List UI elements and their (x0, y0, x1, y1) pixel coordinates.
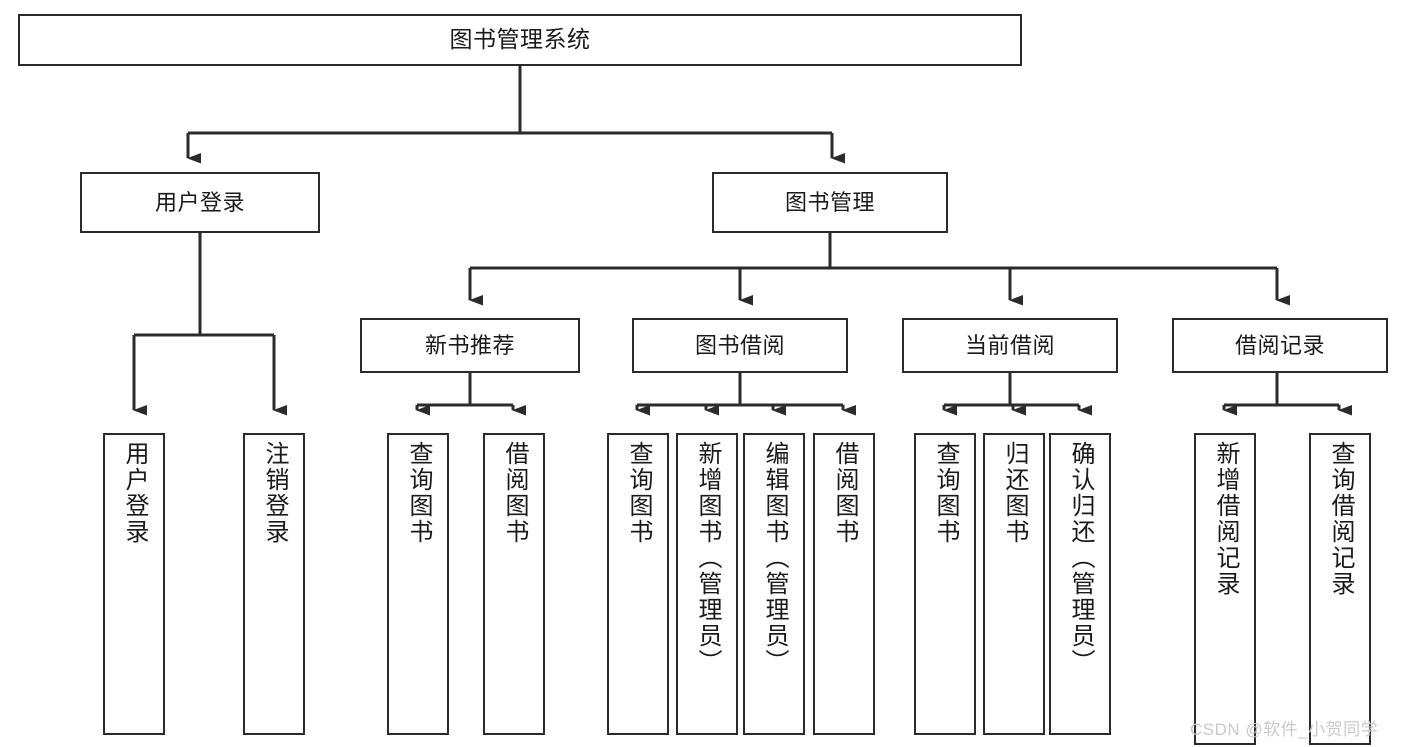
leaf-borrow-edit-book-admin[interactable]: 编辑图书（管理员） (743, 433, 805, 735)
node-user-login[interactable]: 用户登录 (80, 172, 320, 233)
node-label: 确认归还（管理员） (1067, 441, 1094, 675)
node-label: 借阅记录 (1234, 332, 1325, 358)
leaf-current-confirm-return-admin[interactable]: 确认归还（管理员） (1049, 433, 1111, 735)
node-label: 查询图书 (932, 441, 959, 545)
node-label: 新增图书（管理员） (694, 441, 721, 675)
node-root-system[interactable]: 图书管理系统 (18, 14, 1022, 66)
node-label: 当前借阅 (964, 332, 1055, 358)
leaf-user-login-login[interactable]: 用户登录 (103, 433, 165, 735)
node-label: 查询图书 (625, 441, 652, 545)
node-label: 借阅图书 (831, 441, 858, 545)
leaf-user-login-logout[interactable]: 注销登录 (243, 433, 305, 735)
node-label: 图书借阅 (694, 332, 785, 358)
leaf-recommend-borrow-book[interactable]: 借阅图书 (483, 433, 545, 735)
leaf-record-add-record[interactable]: 新增借阅记录 (1194, 433, 1256, 745)
leaf-borrow-borrow-book[interactable]: 借阅图书 (813, 433, 875, 735)
node-label: 新增借阅记录 (1212, 441, 1239, 597)
node-book-borrow[interactable]: 图书借阅 (632, 318, 848, 373)
leaf-current-query-book[interactable]: 查询图书 (914, 433, 976, 735)
leaf-borrow-add-book-admin[interactable]: 新增图书（管理员） (676, 433, 738, 735)
leaf-recommend-query-book[interactable]: 查询图书 (387, 433, 449, 735)
node-label: 注销登录 (261, 441, 288, 545)
node-label: 借阅图书 (501, 441, 528, 545)
node-borrow-record[interactable]: 借阅记录 (1172, 318, 1388, 373)
leaf-borrow-query-book[interactable]: 查询图书 (607, 433, 669, 735)
node-current-borrow[interactable]: 当前借阅 (902, 318, 1118, 373)
node-label: 用户登录 (121, 441, 148, 545)
leaf-current-return-book[interactable]: 归还图书 (983, 433, 1045, 735)
node-label: 查询借阅记录 (1327, 441, 1354, 597)
node-book-management[interactable]: 图书管理 (712, 172, 948, 233)
node-label: 用户登录 (154, 189, 245, 215)
node-label: 归还图书 (1001, 441, 1028, 545)
csdn-watermark: CSDN @软件_小贺同学 (1190, 720, 1379, 739)
node-label: 图书管理 (784, 189, 875, 215)
node-label: 查询图书 (405, 441, 432, 545)
node-new-book-recommend[interactable]: 新书推荐 (360, 318, 580, 373)
node-label: 新书推荐 (424, 332, 515, 358)
leaf-record-query-record[interactable]: 查询借阅记录 (1309, 433, 1371, 745)
node-label: 编辑图书（管理员） (761, 441, 788, 675)
node-label: 图书管理系统 (449, 26, 591, 53)
